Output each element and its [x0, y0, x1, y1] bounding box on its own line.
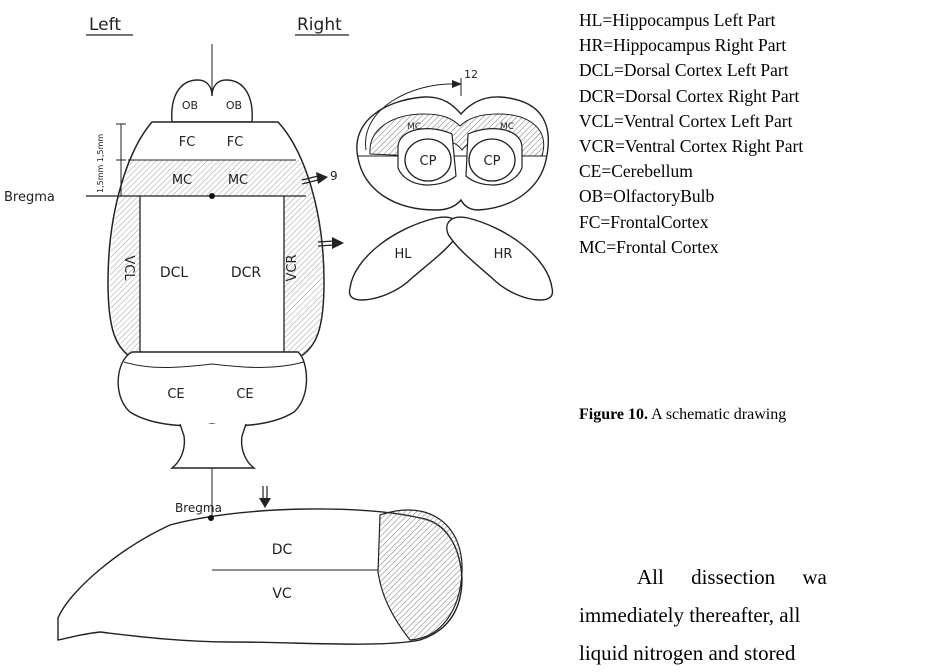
- dcr-label: DCR: [231, 265, 262, 281]
- mc-band-hatch: [100, 160, 330, 196]
- brainstem: [172, 424, 254, 468]
- legend-item: FC=FrontalCortex: [579, 210, 803, 235]
- legend-item: CE=Cerebellum: [579, 159, 803, 184]
- right-label: Right: [297, 15, 342, 35]
- ce-left-label: CE: [167, 387, 184, 402]
- body-line: All dissection wa: [579, 558, 827, 596]
- sagittal-bregma-point: [208, 515, 214, 521]
- dc-label: DC: [272, 542, 293, 558]
- coronal-mc-right-label: MC: [500, 122, 514, 132]
- bregma-label: Bregma: [4, 190, 55, 205]
- figure-caption-text: A schematic drawing: [648, 406, 786, 423]
- legend-item: MC=Frontal Cortex: [579, 235, 803, 260]
- coronal-mc-left-label: MC: [407, 122, 421, 132]
- body-line: immediately thereafter, all: [579, 596, 827, 634]
- clock-12-label: 12: [464, 68, 478, 81]
- sagittal-bregma-label: Bregma: [175, 501, 222, 515]
- bregma-point: [209, 193, 215, 199]
- legend-item: DCR=Dorsal Cortex Right Part: [579, 84, 803, 109]
- ob-left-label: OB: [182, 99, 198, 112]
- legend-item: DCL=Dorsal Cortex Left Part: [579, 58, 803, 83]
- cp-left-label: CP: [420, 154, 437, 169]
- legend-item: VCR=Ventral Cortex Right Part: [579, 134, 803, 159]
- scale-label: 1,5mm 1,5mm: [96, 134, 105, 193]
- ob-right-label: OB: [226, 99, 242, 112]
- fc-right-label: FC: [227, 135, 244, 150]
- left-label: Left: [89, 15, 121, 35]
- abbreviation-legend: HL=Hippocampus Left Part HR=Hippocampus …: [579, 8, 803, 260]
- vcr-label: VCR: [285, 254, 300, 281]
- dcl-label: DCL: [160, 265, 189, 281]
- clock-9-label: 9: [330, 169, 338, 183]
- legend-item: HR=Hippocampus Right Part: [579, 33, 803, 58]
- hr-label: HR: [494, 247, 513, 262]
- legend-item: VCL=Ventral Cortex Left Part: [579, 109, 803, 134]
- hl-label: HL: [394, 247, 412, 262]
- mc-left-label: MC: [172, 173, 192, 188]
- fc-left-label: FC: [179, 135, 196, 150]
- legend-item: OB=OlfactoryBulb: [579, 184, 803, 209]
- figure-caption-label: Figure 10.: [579, 406, 648, 423]
- legend-item: HL=Hippocampus Left Part: [579, 8, 803, 33]
- cp-right-label: CP: [484, 154, 501, 169]
- down-arrow-icon: [259, 486, 271, 508]
- vc-label: VC: [272, 586, 292, 602]
- figure-caption: Figure 10. A schematic drawing: [579, 406, 786, 424]
- ce-right-label: CE: [236, 387, 253, 402]
- vcl-label: VCL: [121, 255, 136, 281]
- body-line: liquid nitrogen and stored: [579, 634, 827, 672]
- mc-right-label: MC: [228, 173, 248, 188]
- cerebellum: [118, 352, 306, 426]
